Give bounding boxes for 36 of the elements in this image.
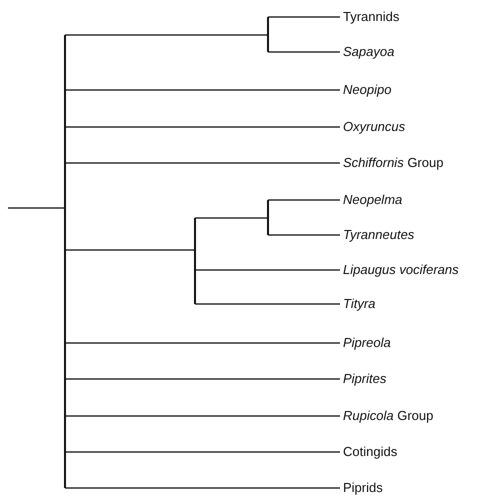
branch-line — [65, 487, 340, 489]
clade-line — [267, 17, 269, 52]
branch-line — [195, 269, 340, 271]
branch-line — [268, 199, 340, 201]
taxon-label: Oxyruncus — [343, 119, 406, 135]
clade-line — [64, 35, 66, 488]
taxon-label: Piprites — [343, 371, 386, 387]
clade-line — [194, 218, 196, 304]
taxon-label: Lipaugus vociferans — [343, 262, 459, 278]
branch-line — [65, 34, 268, 36]
branch-line — [65, 126, 340, 128]
branch-line — [65, 249, 195, 251]
branch-line — [65, 342, 340, 344]
branch-line — [268, 51, 340, 53]
branch-line — [195, 217, 268, 219]
branch-line — [195, 303, 340, 305]
branch-line — [65, 162, 340, 164]
branch-line — [65, 89, 340, 91]
taxon-label: Neopipo — [343, 82, 392, 98]
taxon-label: Sapayoa — [343, 44, 394, 60]
taxon-label: Tyrannids — [343, 9, 400, 25]
clade-line — [267, 200, 269, 235]
branch-line — [268, 234, 340, 236]
taxon-label: Piprids — [343, 480, 383, 496]
taxon-label: Tityra — [343, 296, 376, 312]
taxon-label: Schiffornis Group — [343, 155, 444, 171]
branch-line — [268, 16, 340, 18]
branch-line — [65, 451, 340, 453]
taxon-label: Neopelma — [343, 192, 402, 208]
taxon-label: Cotingids — [343, 444, 398, 460]
taxon-label: Pipreola — [343, 335, 391, 351]
taxon-label: Rupicola Group — [343, 408, 434, 424]
branch-line — [8, 207, 65, 209]
branch-line — [65, 378, 340, 380]
taxon-label: Tyranneutes — [343, 227, 414, 243]
branch-line — [65, 415, 340, 417]
